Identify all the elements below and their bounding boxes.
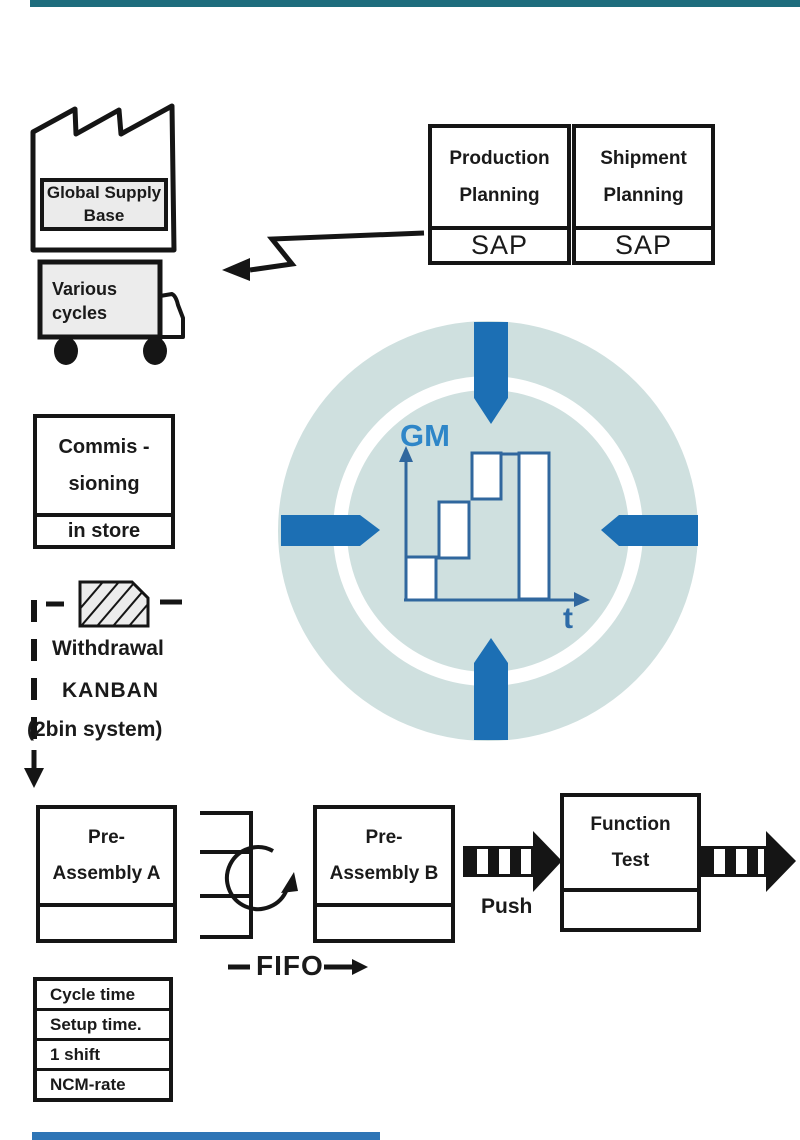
- shipment-planning-title: Shipment Planning: [576, 128, 711, 230]
- shipment-planning-box: Shipment Planning SAP: [572, 124, 715, 265]
- shipment-sap-label: SAP: [614, 230, 673, 260]
- push-arrow-head-2: [766, 831, 796, 892]
- in-store-label: in store: [67, 519, 141, 542]
- truck-icon: [37, 259, 185, 365]
- pre-assembly-b-box: Pre- Assembly B: [313, 805, 455, 943]
- pre-assembly-a-data-cell: [40, 907, 173, 939]
- takt-arrow-right: [601, 515, 698, 546]
- pre-assembly-a-box: Pre- Assembly A: [36, 805, 177, 943]
- commissioning-sub: in store: [37, 517, 171, 545]
- push-arrow-band-1: [463, 846, 534, 877]
- production-planning-system: SAP: [432, 230, 567, 261]
- t-axis-label: t: [563, 602, 573, 635]
- pre-assembly-a-line2: Assembly A: [52, 863, 161, 884]
- function-test-data-cell: [564, 892, 697, 928]
- fifo-label: FIFO: [256, 950, 324, 981]
- pre-assembly-b-line1: Pre-: [365, 827, 403, 848]
- function-test-box: Function Test: [560, 793, 701, 932]
- production-planning-line2: Planning: [459, 184, 540, 206]
- truck-label-line1: Various: [52, 279, 118, 299]
- kanban-card-icon: [46, 580, 182, 628]
- production-planning-box: Production Planning SAP: [428, 124, 571, 265]
- gm-axis-label: GM: [400, 418, 450, 453]
- commissioning-title: Commis - sioning: [37, 418, 171, 517]
- info-flow-zigzag-arrow: [222, 230, 425, 281]
- supplier-label-line1: Global Supply: [46, 183, 162, 203]
- supplier-label-line2: Base: [83, 205, 125, 225]
- production-planning-line1: Production: [449, 147, 550, 169]
- metric-row-cycle-time: Cycle time: [50, 984, 136, 1004]
- fifo-arrow: [324, 959, 368, 975]
- metric-row-setup-time: Setup time.: [37, 1008, 169, 1038]
- metric-row-ncm-rate: NCM-rate: [37, 1068, 169, 1098]
- shipment-planning-line1: Shipment: [600, 147, 687, 169]
- bottom-slide-edge: [32, 1132, 380, 1140]
- function-test-line1: Function: [590, 813, 671, 835]
- pre-assembly-b-data-cell: [317, 907, 451, 939]
- pre-assembly-b-line2: Assembly B: [329, 863, 439, 884]
- function-test-title: Function Test: [564, 797, 697, 892]
- takt-arrow-left: [281, 515, 380, 546]
- push-arrow-head-1: [533, 831, 562, 892]
- metric-row-shift: 1 shift: [37, 1038, 169, 1068]
- kanban-line2: KANBAN: [62, 679, 159, 702]
- takt-arrow-bottom: [474, 638, 508, 740]
- commissioning-line2: sioning: [68, 472, 140, 495]
- top-slide-edge: [30, 0, 800, 7]
- production-sap-label: SAP: [470, 230, 529, 260]
- truck-label: Various cycles: [52, 277, 117, 326]
- shipment-planning-system: SAP: [576, 230, 711, 261]
- commissioning-box: Commis - sioning in store: [33, 414, 175, 549]
- kanban-line3: (2bin system): [27, 718, 163, 741]
- fifo-lane-icon: [200, 811, 253, 939]
- shipment-planning-line2: Planning: [603, 184, 684, 206]
- pre-assembly-b-title: Pre- Assembly B: [317, 809, 451, 907]
- pre-assembly-a-title: Pre- Assembly A: [40, 809, 173, 907]
- push-label: Push: [481, 895, 533, 918]
- truck-label-line2: cycles: [52, 303, 108, 324]
- function-test-line2: Test: [611, 849, 650, 871]
- pre-assembly-a-line1: Pre-: [88, 827, 125, 848]
- loop-arrow-icon: [224, 845, 298, 912]
- takt-arrow-top: [474, 322, 508, 424]
- metrics-box: Cycle time Setup time. 1 shift NCM-rate: [33, 977, 173, 1102]
- commissioning-line1: Commis -: [58, 435, 150, 458]
- supplier-label-box: Global Supply Base: [40, 178, 168, 231]
- takt-arrows: [281, 322, 698, 740]
- kanban-dashed-arrow: [24, 600, 44, 788]
- kanban-line1: Withdrawal: [52, 637, 164, 660]
- production-planning-title: Production Planning: [432, 128, 567, 230]
- push-arrow-band-2: [700, 846, 767, 877]
- gm-step-chart: [399, 446, 590, 607]
